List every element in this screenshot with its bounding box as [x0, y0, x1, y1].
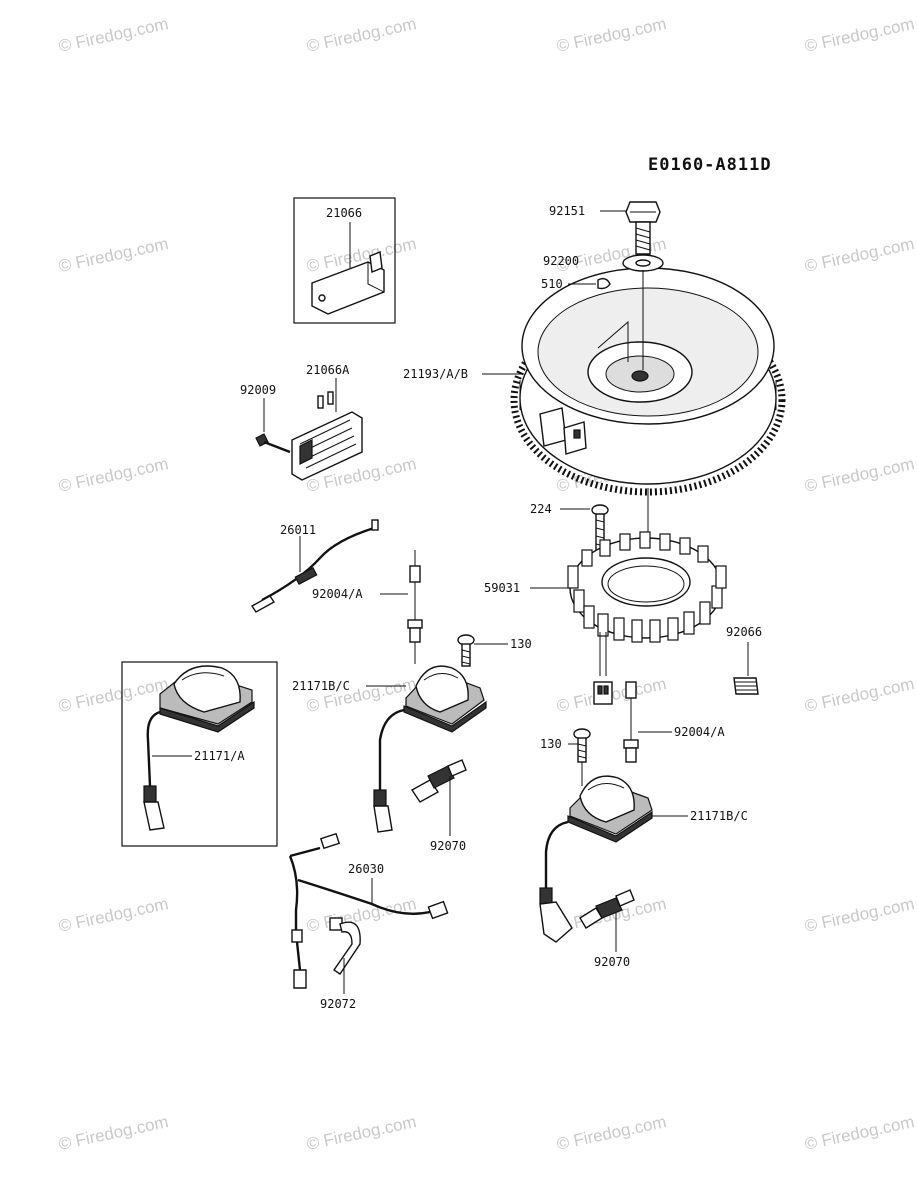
part-92200-washer [622, 254, 664, 370]
watermark: © Firedog.com [803, 1112, 916, 1154]
label-92151: 92151 [549, 204, 585, 218]
part-510-key [568, 277, 611, 290]
watermark: © Firedog.com [305, 14, 418, 56]
label-92004A-left: 92004/A [312, 587, 363, 601]
label-21066A: 21066A [306, 363, 350, 377]
label-21193: 21193/A/B [403, 367, 468, 381]
label-92070-right: 92070 [594, 955, 630, 969]
part-92072-clamp [329, 917, 361, 994]
watermark: © Firedog.com [803, 14, 916, 56]
watermark: © Firedog.com [57, 14, 170, 56]
part-26011-lead [250, 519, 379, 613]
label-21171A: 21171/A [194, 749, 245, 763]
part-26030-harness [288, 832, 449, 989]
part-21171BC-coil-right [539, 775, 688, 943]
part-21171BC-coil-left [373, 665, 487, 833]
watermark: © Firedog.com [803, 894, 916, 936]
watermark: © Firedog.com [803, 454, 916, 496]
watermark: © Firedog.com [803, 234, 916, 276]
label-130-left: 130 [540, 737, 562, 751]
part-21066A-regulator [291, 378, 363, 481]
label-92066: 92066 [726, 625, 762, 639]
label-92070-left: 92070 [430, 839, 466, 853]
part-21193-flywheel [510, 267, 786, 496]
part-92070-plug-left [410, 759, 467, 836]
watermark: © Firedog.com [57, 234, 170, 276]
watermark: © Firedog.com [305, 1112, 418, 1154]
part-92066-grommet [733, 642, 759, 695]
diagram-code: E0160-A811D [648, 155, 772, 175]
label-224: 224 [530, 502, 552, 516]
label-92072: 92072 [320, 997, 356, 1011]
watermark: © Firedog.com [555, 1112, 668, 1154]
watermark: © Firedog.com [555, 14, 668, 56]
label-59031: 59031 [484, 581, 520, 595]
part-130-bolt-upper [457, 634, 508, 667]
label-26030: 26030 [348, 862, 384, 876]
label-510: 510 [541, 277, 563, 291]
label-92009: 92009 [240, 383, 276, 397]
part-92004A-stud-right [623, 681, 672, 763]
watermark: © Firedog.com [57, 674, 170, 716]
label-21171BC-right: 21171B/C [690, 809, 748, 823]
part-130-bolt-lower [568, 728, 591, 786]
part-21066-box [293, 197, 396, 324]
watermark: © Firedog.com [57, 1112, 170, 1154]
label-92200: 92200 [543, 254, 579, 268]
label-26011: 26011 [280, 523, 316, 537]
watermark: © Firedog.com [803, 674, 916, 716]
part-21171A-box [121, 661, 278, 847]
label-21171BC-left: 21171B/C [292, 679, 350, 693]
label-21066: 21066 [326, 206, 362, 220]
part-92151-bolt [600, 201, 661, 255]
part-92070-plug-right [579, 889, 635, 952]
label-130-right: 130 [510, 637, 532, 651]
part-92004A-stud-left [380, 550, 423, 664]
part-59031-stator [567, 531, 727, 705]
part-92009-screw [255, 398, 291, 454]
label-92004A-right: 92004/A [674, 725, 725, 739]
watermark: © Firedog.com [57, 454, 170, 496]
watermark: © Firedog.com [57, 894, 170, 936]
